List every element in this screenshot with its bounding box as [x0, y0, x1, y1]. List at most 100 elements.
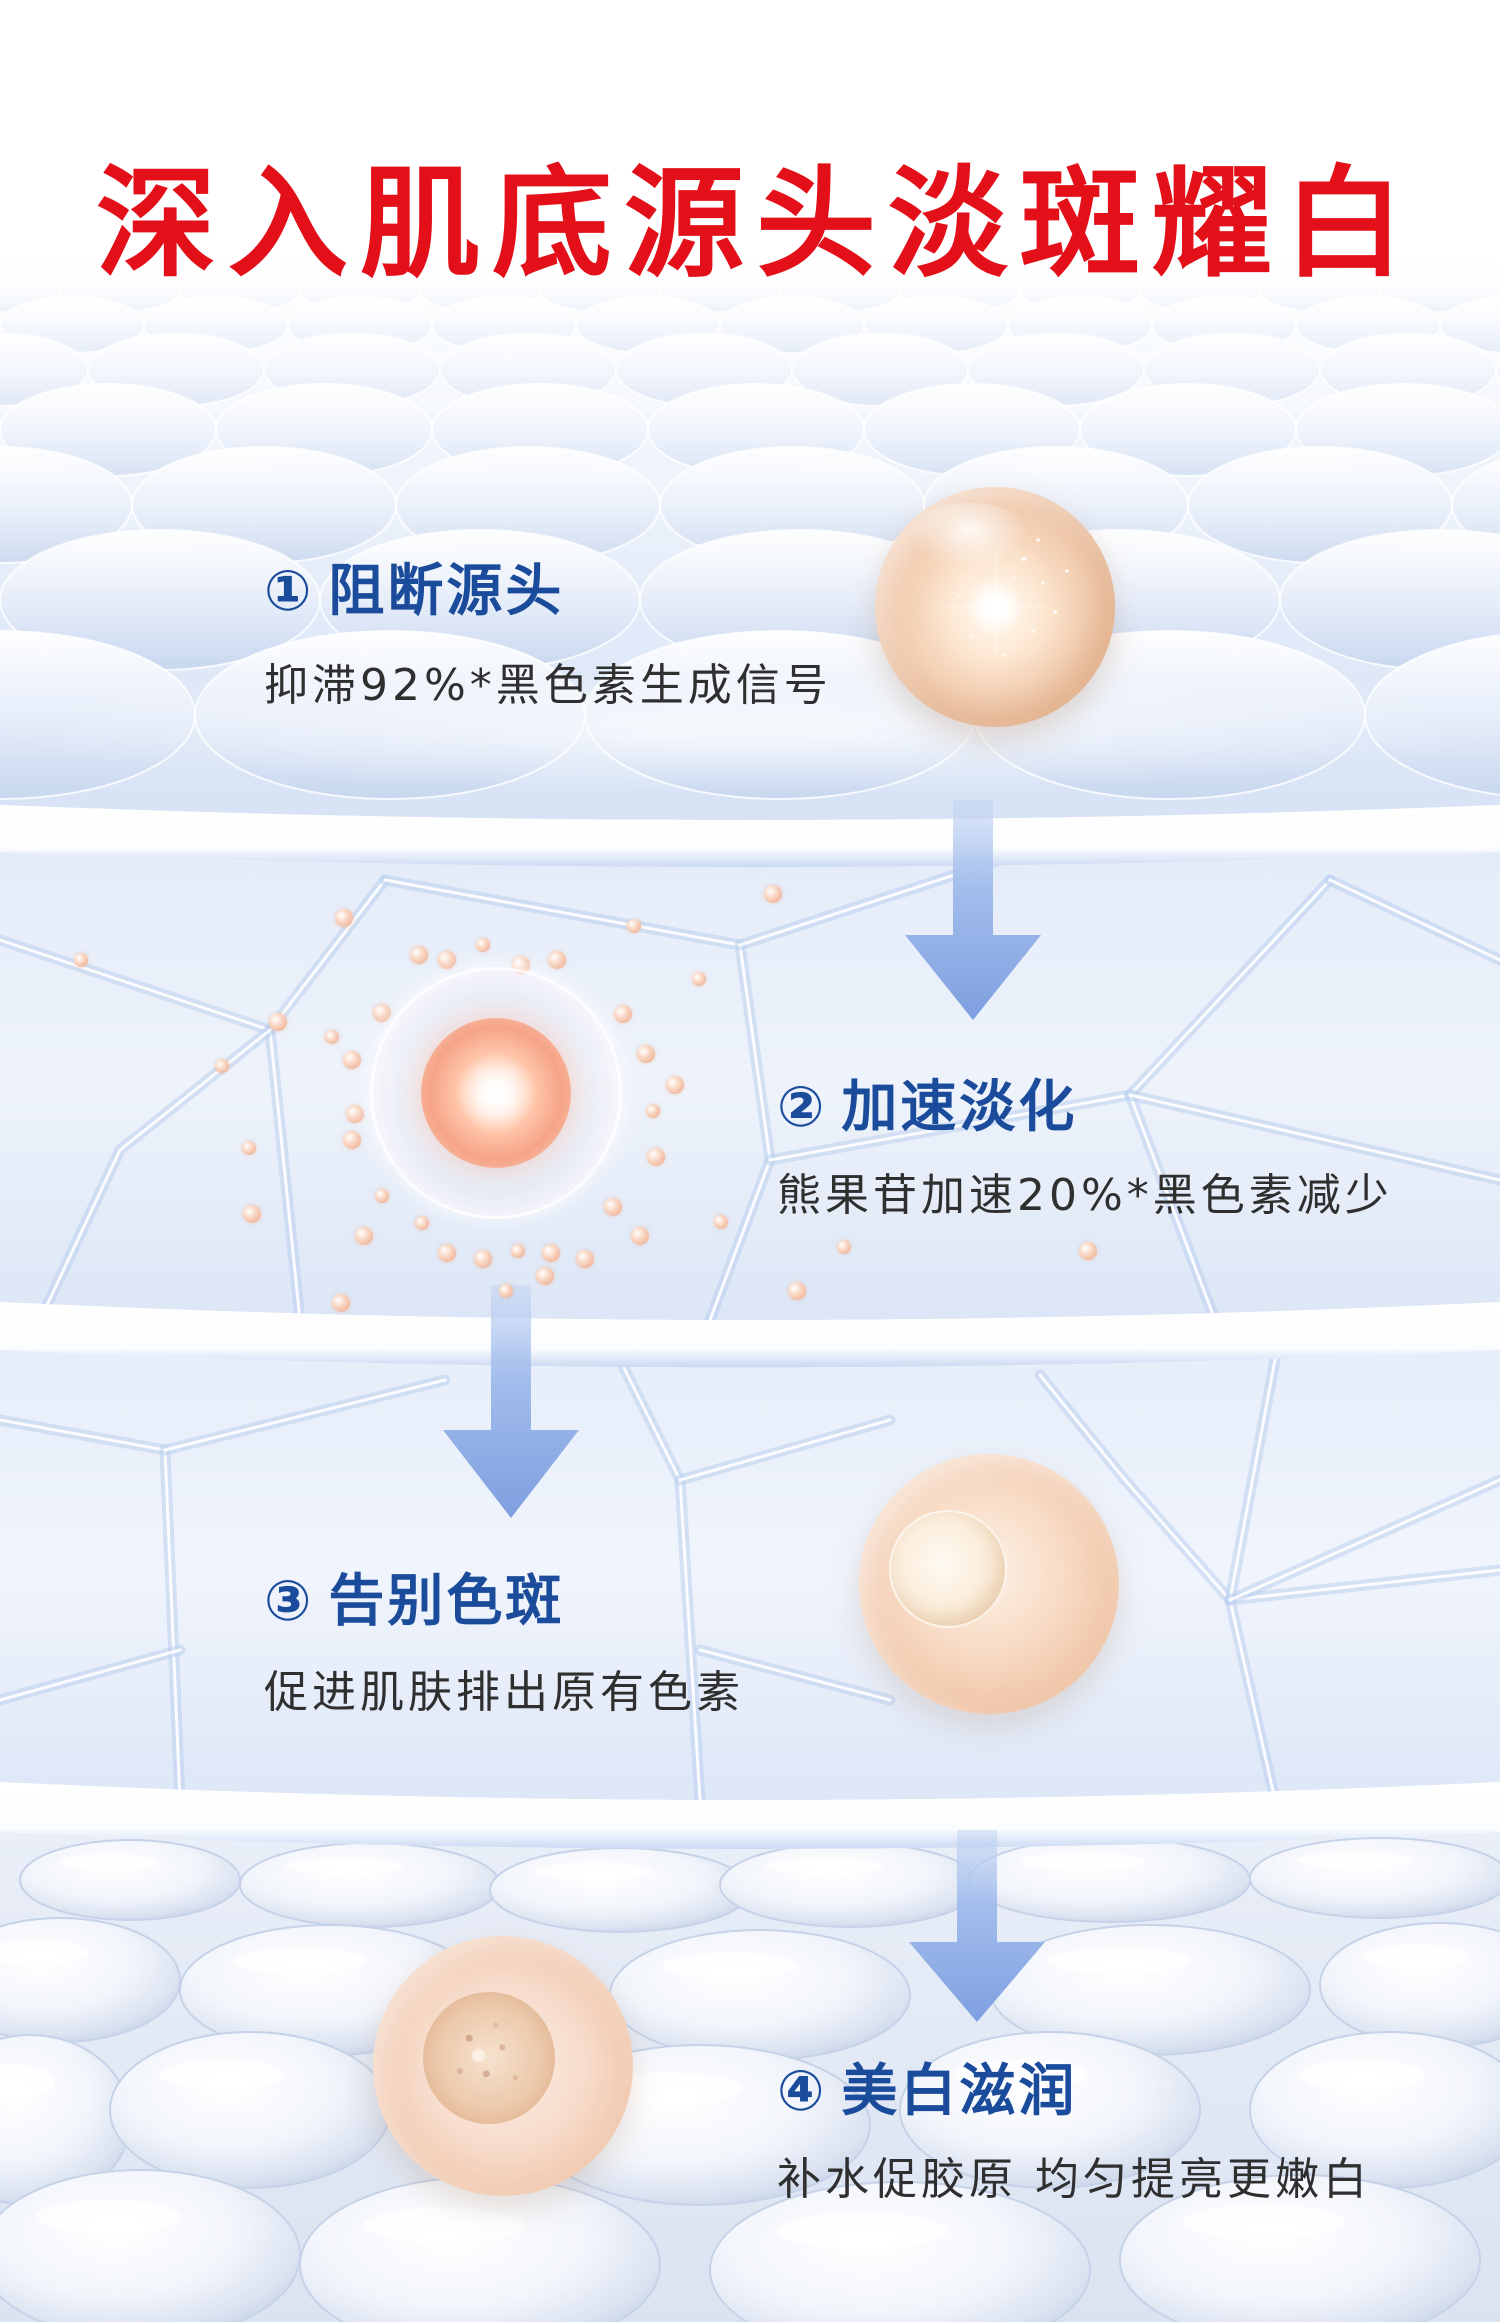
network-line-highlight — [1228, 1478, 1500, 1602]
melanin-particle — [666, 1076, 685, 1095]
melanin-particle — [787, 1282, 806, 1301]
melanin-particle — [511, 1244, 526, 1259]
melanin-particle — [242, 1205, 261, 1224]
section-3-background — [0, 1350, 1500, 1800]
network-line-highlight — [1228, 1358, 1277, 1602]
bubble-cell — [1249, 1837, 1500, 1919]
melanin-particle — [346, 1104, 365, 1123]
top-white-fade — [0, 0, 1500, 600]
bubble-cells — [0, 1837, 1500, 2322]
step-2-description: 熊果苷加速20%*黑色素减少 — [777, 1170, 1393, 1221]
light-glow — [0, 670, 1500, 790]
step-number: ① — [264, 559, 315, 624]
melanin-particle — [630, 1227, 649, 1246]
network-line-highlight — [1038, 1373, 1500, 1602]
network-line-highlight — [0, 1648, 182, 1702]
orb-inner-cell — [423, 1992, 555, 2124]
white-band-divider — [0, 1782, 1500, 1849]
orb-highlight — [909, 503, 1029, 569]
step-number: ④ — [777, 2059, 828, 2124]
melanin-particle — [473, 1249, 492, 1268]
orb-inner-cell — [889, 1510, 1007, 1628]
network-line-highlight — [678, 1418, 892, 1482]
melanin-particle — [475, 937, 490, 952]
melanin-particle — [614, 1005, 633, 1024]
step-3-description: 促进肌肤排出原有色素 — [264, 1667, 744, 1718]
step-title: 告别色斑 — [328, 1569, 565, 1634]
bubble-highlight — [0, 2064, 55, 2099]
bubble-highlight — [1299, 2059, 1425, 2091]
network-line-highlight — [1228, 1598, 1277, 1800]
step-title: 加速淡化 — [841, 1075, 1078, 1140]
melanin-particle — [373, 1003, 391, 1022]
step-4-description: 补水促胶原 均匀提亮更嫩白 — [777, 2154, 1371, 2205]
melanin-particle — [604, 1197, 622, 1216]
bubble-highlight — [159, 2059, 285, 2091]
network-line-highlight — [1128, 1093, 1217, 1320]
bubble-highlight — [58, 1854, 158, 1870]
bubble-highlight — [0, 1939, 90, 1965]
arrow-down-icon — [909, 1830, 1045, 2022]
arrow-down-icon — [905, 800, 1041, 1020]
glowing-melanin-orb-icon — [421, 1018, 571, 1168]
melanin-particle — [355, 1227, 374, 1246]
network-line-highlight — [1328, 878, 1500, 962]
network-line-highlight — [383, 878, 772, 1320]
melanin-particle — [438, 1243, 457, 1262]
bubble-highlight — [232, 1947, 368, 1974]
bubble-highlight — [662, 1952, 798, 1979]
step-1-description: 抑滞92%*黑色素生成信号 — [264, 660, 832, 711]
network-line-highlight — [698, 1648, 892, 1702]
bubble-cell — [489, 1847, 751, 1933]
bubble-highlight — [1295, 1852, 1413, 1868]
melanin-particle — [636, 1045, 655, 1064]
bubble-highlight — [1046, 1947, 1190, 1974]
step-number: ② — [777, 1075, 828, 1140]
melanin-particle — [438, 950, 457, 969]
golden-pearl-orb-icon — [875, 487, 1115, 727]
bubble-cell — [969, 1837, 1251, 1923]
clear-cell-orb-icon — [859, 1454, 1119, 1714]
white-band-divider — [0, 805, 1500, 867]
melanin-particle — [547, 950, 566, 969]
melanin-particle — [646, 1103, 660, 1118]
melanin-particle — [343, 1131, 362, 1150]
step-title: 阻断源头 — [328, 559, 565, 624]
melanin-particle — [74, 952, 89, 967]
bubble-highlight — [535, 1862, 653, 1880]
melanin-particle — [1079, 1242, 1098, 1261]
bubble-highlight — [285, 1857, 403, 1875]
melanin-particle — [691, 971, 706, 986]
bubble-highlight — [1362, 1944, 1470, 1970]
melanin-particle — [764, 885, 782, 904]
nourished-cell-orb-icon — [373, 1936, 633, 2196]
orb-core-spark — [456, 1053, 536, 1133]
melanin-particle — [269, 1012, 288, 1031]
section-2-background — [0, 852, 1500, 1320]
melanin-particle — [535, 1267, 554, 1286]
bubble-highlight — [1019, 1852, 1145, 1870]
bubble-highlight — [952, 2059, 1088, 2091]
step-number: ③ — [264, 1569, 315, 1634]
bubble-highlight — [36, 2199, 180, 2234]
bubble-highlight — [363, 2207, 525, 2243]
bubble-cell — [239, 1842, 501, 1928]
melanin-particle — [626, 918, 641, 933]
network-line-highlight — [268, 1028, 302, 1320]
network-line-highlight — [1128, 1093, 1500, 1182]
white-band-divider — [0, 1302, 1500, 1368]
melanin-particle — [575, 1249, 594, 1268]
melanin-particle — [837, 1239, 851, 1254]
step-title: 美白滋润 — [841, 2059, 1078, 2124]
cell-network-lines — [0, 1354, 1500, 1800]
melanin-particle — [334, 909, 353, 928]
melanin-particle — [647, 1147, 665, 1166]
bubble-cell — [609, 1929, 911, 2061]
bubble-highlight — [765, 1857, 883, 1875]
cell-network-lines — [0, 854, 1500, 1320]
bubble-cell — [109, 2031, 391, 2189]
